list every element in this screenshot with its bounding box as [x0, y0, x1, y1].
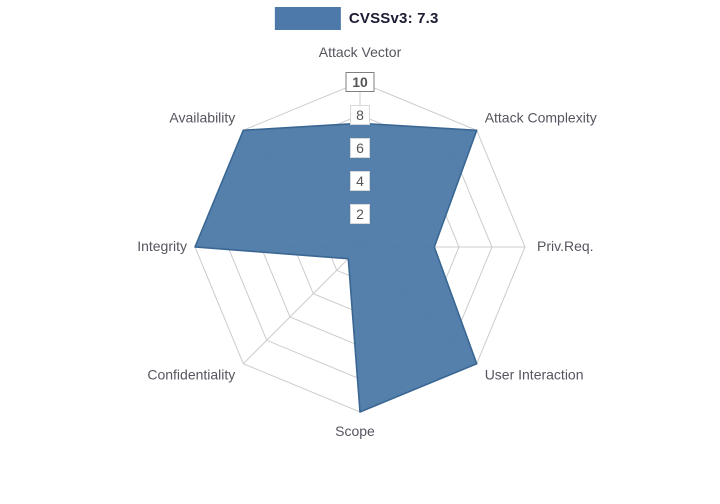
tick-label: 2 [356, 206, 364, 222]
axis-label-scope: Scope [335, 423, 375, 439]
tick-label: 4 [356, 173, 364, 189]
legend-swatch[interactable] [274, 7, 341, 30]
tick-label-box [350, 171, 370, 191]
grid-spoke [242, 246, 361, 365]
tick-label: 10 [352, 74, 368, 90]
tick-label: 8 [356, 107, 364, 123]
tick-label-box [350, 204, 370, 224]
tick-label-box [350, 105, 370, 125]
axis-label-attack-complexity: Attack Complexity [485, 109, 597, 125]
axis-label-integrity: Integrity [137, 238, 187, 254]
axis-label-confidentiality: Confidentiality [147, 367, 235, 383]
tick-label: 6 [356, 140, 364, 156]
axis-label-attack-vector: Attack Vector [319, 44, 402, 60]
chart-legend: CVSSv3: 7.3 [274, 7, 439, 30]
series-polygon[interactable] [194, 122, 478, 413]
tick-label-box [350, 138, 370, 158]
axis-label-user-interaction: User Interaction [485, 367, 584, 383]
tick-label-box [345, 72, 375, 92]
axis-label-availability: Availability [169, 109, 235, 125]
axis-label-priv-req: Priv.Req. [537, 238, 594, 254]
legend-series-label: CVSSv3: 7.3 [348, 10, 439, 27]
